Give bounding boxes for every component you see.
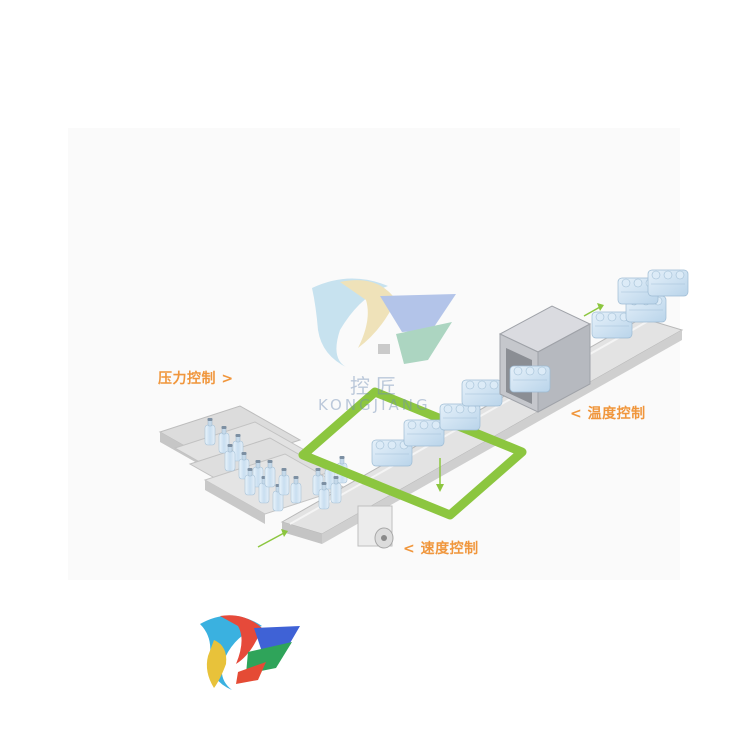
arrow-in-icon [257, 529, 288, 548]
control-loop-frame [298, 387, 527, 520]
temperature-control-label: < 温度控制 [570, 406, 646, 422]
logo-icon [200, 615, 300, 690]
speed-control-label: < 速度控制 [403, 541, 479, 557]
arrow-out-icon [583, 303, 604, 317]
heating-machine [498, 305, 592, 413]
speed-roller [357, 505, 394, 549]
loop-arrow-icon [436, 458, 444, 492]
watermark-english-text: KONGJIANG [318, 396, 431, 414]
watermark-logo-icon [312, 278, 456, 368]
watermark-chinese-text: 控匠 [350, 374, 402, 398]
pressure-control-label: 压力控制 > [158, 371, 234, 387]
